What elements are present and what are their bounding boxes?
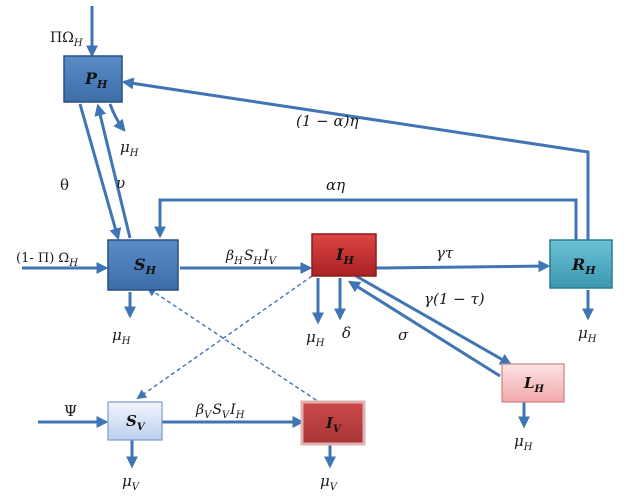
node-label-SH: SH	[134, 255, 157, 277]
label-theta: θ	[60, 176, 69, 194]
node-label-IV: IV	[325, 414, 342, 435]
box-LH	[501, 363, 565, 403]
node-label-RH: RH	[571, 255, 596, 277]
compartment-IH: IH	[311, 233, 377, 277]
box-PH	[63, 55, 123, 103]
box-SH	[107, 239, 179, 291]
label-gamma-one-minus-tau: γ(1 − τ)	[424, 290, 485, 308]
label-death-IH: μH	[306, 328, 325, 349]
node-label-SV: SV	[126, 412, 146, 433]
node-label-IH: IH	[335, 245, 354, 267]
edge-PH-death	[108, 103, 126, 132]
rate-labels: ΠΩH (1- Π) ΩH Ψ μH μH μH μH μH μV μV θ υ…	[16, 30, 597, 493]
box-IV	[300, 400, 366, 446]
compartment-RH: RH	[549, 239, 613, 289]
label-death-SH: μH	[112, 326, 131, 347]
label-recruit-PH: ΠΩH	[50, 30, 83, 49]
label-one-minus-alpha-eta: (1 − α)η	[296, 112, 358, 130]
compartment-SV: SV	[107, 401, 163, 441]
edge-RH-to-SH	[154, 198, 578, 240]
edge-SH-to-PH	[94, 103, 132, 239]
edge-LH-to-IH	[347, 280, 501, 378]
label-gamma-tau: γτ	[436, 244, 454, 262]
label-death-IV: μV	[320, 472, 339, 493]
label-infection-host: βHSHIV	[225, 248, 278, 267]
edges	[22, 6, 594, 469]
label-delta: δ	[342, 324, 351, 342]
edge-IH-infects-SV	[136, 275, 313, 400]
label-death-LH: μH	[514, 432, 533, 453]
label-infection-vector: βVSVIH	[195, 402, 245, 421]
edge-RH-to-PH	[121, 77, 590, 240]
label-death-RH: μH	[578, 324, 597, 345]
edge-IV-infects-SH	[146, 286, 323, 405]
compartment-SH: SH	[107, 239, 179, 291]
label-death-SV: μV	[122, 472, 141, 493]
edge-IH-to-LH	[355, 274, 513, 366]
label-recruit-SV: Ψ	[64, 402, 77, 420]
label-recruit-SH: (1- Π) ΩH	[16, 251, 78, 269]
box-IH	[311, 233, 377, 277]
compartment-PH: PH	[63, 55, 123, 103]
node-label-PH: PH	[84, 69, 108, 91]
edge-PH-to-SH	[78, 103, 122, 241]
label-alpha-eta: αη	[326, 176, 345, 194]
compartment-LH: LH	[501, 363, 565, 403]
label-upsilon: υ	[116, 174, 125, 192]
node-label-LH: LH	[523, 374, 545, 395]
compartment-IV: IV	[300, 400, 366, 446]
label-death-PH: μH	[120, 138, 139, 159]
label-sigma: σ	[398, 326, 409, 344]
edge-IH-to-RH	[375, 260, 551, 273]
box-RH	[549, 239, 613, 289]
box-SV	[107, 401, 163, 441]
